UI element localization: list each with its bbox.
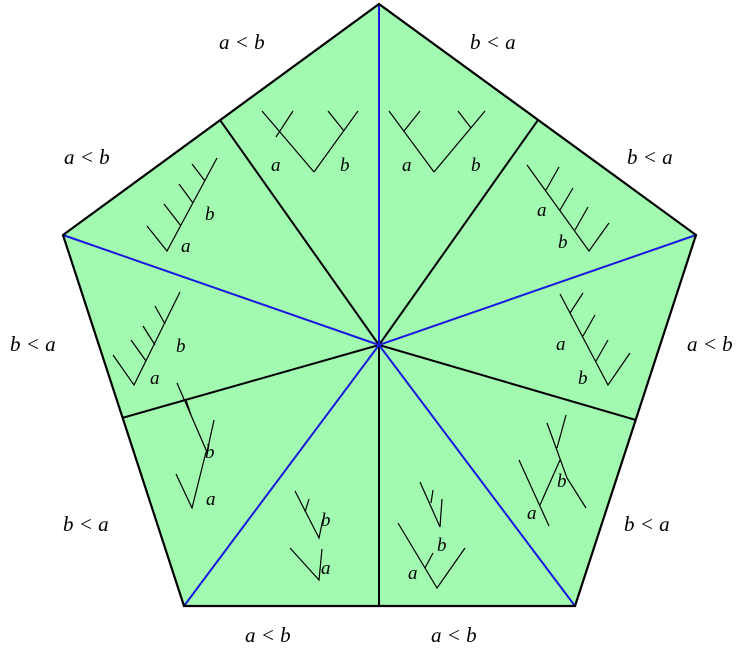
tree-label-b: b bbox=[578, 368, 588, 389]
tree-edges bbox=[526, 164, 610, 253]
tree-label-a: a bbox=[321, 558, 331, 579]
tree-edges bbox=[146, 157, 218, 253]
black-line-top-left bbox=[219, 119, 380, 346]
edge-label-upper-left: a < b bbox=[64, 145, 110, 169]
edge-labels: a < b b < a a < b b < a b < a a < b b < … bbox=[10, 30, 733, 647]
edge-label-top-left: a < b bbox=[219, 30, 265, 54]
tree-label-b: b bbox=[437, 535, 447, 556]
tree-top-right: a b bbox=[388, 110, 486, 176]
tree-label-a: a bbox=[181, 236, 191, 257]
edge-label-bottom-left: a < b bbox=[245, 623, 291, 647]
tree-edges bbox=[289, 490, 324, 582]
tree-label-b: b bbox=[205, 442, 215, 463]
black-line-right bbox=[378, 344, 637, 421]
tree-mid-left: b a bbox=[112, 291, 186, 389]
tree-lower-right: b a bbox=[518, 414, 587, 527]
tree-label-a: a bbox=[402, 155, 412, 176]
tree-label-b: b bbox=[205, 204, 215, 225]
tree-label-a: a bbox=[537, 200, 547, 221]
edge-label-bottom-right: a < b bbox=[431, 623, 477, 647]
tree-lower-left: b a bbox=[175, 382, 216, 510]
tree-upper-left: b a bbox=[146, 157, 218, 257]
tree-label-a: a bbox=[206, 489, 216, 510]
tree-label-b: b bbox=[471, 155, 481, 176]
edge-label-top-right: b < a bbox=[470, 30, 516, 54]
tree-edges bbox=[559, 292, 631, 387]
tree-edges bbox=[397, 481, 466, 590]
tree-edges bbox=[518, 414, 587, 527]
edge-label-upper-right: b < a bbox=[627, 145, 673, 169]
tree-upper-right: a b bbox=[526, 164, 610, 253]
tree-label-a: a bbox=[527, 503, 537, 524]
edge-label-lower-right: b < a bbox=[624, 512, 670, 536]
black-division-lines bbox=[121, 119, 637, 606]
tree-label-b: b bbox=[340, 155, 350, 176]
edge-label-mid-left: b < a bbox=[10, 332, 56, 356]
tree-label-b: b bbox=[321, 510, 331, 531]
blue-line-bottom-right bbox=[378, 344, 576, 607]
tree-edges bbox=[112, 291, 181, 387]
tree-bottom-left: b a bbox=[289, 490, 331, 582]
edge-label-lower-left: b < a bbox=[63, 512, 109, 536]
tree-label-b: b bbox=[176, 336, 186, 357]
tree-label-a: a bbox=[150, 368, 160, 389]
tree-label-b: b bbox=[558, 232, 568, 253]
tree-label-a: a bbox=[408, 563, 418, 584]
blue-division-lines bbox=[62, 4, 697, 607]
blue-line-bottom-left bbox=[183, 344, 380, 607]
tree-edges bbox=[175, 382, 215, 510]
tree-label-a: a bbox=[271, 155, 281, 176]
blue-line-left bbox=[62, 234, 380, 346]
tree-edges bbox=[388, 110, 486, 173]
tree-mid-right: a b bbox=[556, 292, 631, 389]
tree-label-a: a bbox=[556, 334, 566, 355]
tree-label-b: b bbox=[557, 471, 567, 492]
black-line-left bbox=[121, 344, 380, 419]
tree-edges bbox=[261, 110, 359, 173]
black-line-top-right bbox=[378, 119, 539, 346]
blue-line-right bbox=[378, 234, 697, 346]
tree-bottom-right: b a bbox=[397, 481, 466, 590]
tree-top-left: a b bbox=[261, 110, 359, 176]
pentagon-outline bbox=[61, 2, 698, 608]
edge-label-mid-right: a < b bbox=[687, 332, 733, 356]
